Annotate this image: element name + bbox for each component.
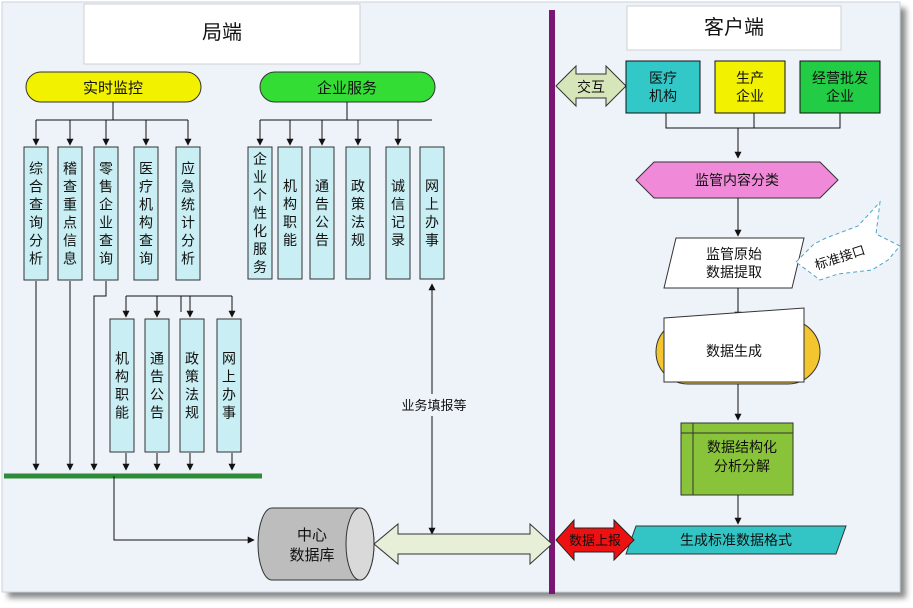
sub-items: 机构职能 通告公告 政策法规 网上办事 bbox=[109, 318, 242, 453]
structure-box bbox=[680, 422, 794, 496]
enterprise-service-label: 企业服务 bbox=[317, 79, 377, 97]
sub-item-2-label: 通告公告 bbox=[150, 352, 164, 422]
source-medical-line1: 医疗 bbox=[649, 71, 677, 87]
service-item-1-box bbox=[247, 146, 273, 280]
structure-line1: 数据结构化 bbox=[707, 440, 777, 456]
bus-feed-lines bbox=[32, 281, 236, 471]
left-title: 局端 bbox=[202, 20, 242, 44]
sub-item-4-box bbox=[216, 318, 242, 453]
sub-item-connectors bbox=[122, 295, 236, 318]
left-title-box bbox=[83, 3, 361, 65]
sub-item-1-label: 机构职能 bbox=[115, 352, 129, 422]
realtime-item-3-box bbox=[93, 146, 119, 281]
raw-extract-shape bbox=[663, 237, 805, 289]
generate-card bbox=[663, 307, 805, 383]
standard-format-label: 生成标准数据格式 bbox=[680, 533, 792, 549]
source-wholesale-box bbox=[799, 60, 881, 114]
realtime-items: 综合查询分析 稽查重点信息 零售企业查询 医疗机构查询 应急统计分析 bbox=[23, 146, 201, 281]
source-medical-box bbox=[625, 60, 701, 114]
data-upload-label: 数据上报 bbox=[569, 534, 621, 549]
sub-item-4-label: 网上办事 bbox=[222, 352, 236, 422]
service-item-4-box bbox=[345, 146, 371, 280]
realtime-item-1-label: 综合查询分析 bbox=[29, 162, 43, 268]
realtime-item-1-box bbox=[23, 146, 49, 281]
sub-item-1-box bbox=[109, 318, 135, 453]
source-connectors bbox=[665, 113, 841, 159]
source-production-box bbox=[714, 60, 786, 114]
realtime-item-4-label: 医疗机构查询 bbox=[139, 162, 153, 268]
interact-label: 交互 bbox=[577, 79, 605, 96]
service-item-5-label: 诚信记录 bbox=[391, 179, 405, 249]
right-title: 客户端 bbox=[704, 15, 764, 39]
realtime-item-5-label: 应急统计分析 bbox=[181, 161, 195, 268]
service-connectors bbox=[256, 102, 432, 146]
service-item-2-box bbox=[277, 146, 303, 280]
service-item-3-box bbox=[309, 146, 335, 280]
standard-interface-callout bbox=[795, 200, 901, 281]
source-wholesale-line2: 企业 bbox=[826, 88, 854, 105]
database-exchange-arrow bbox=[373, 522, 553, 566]
generate-label: 数据生成 bbox=[706, 344, 762, 360]
database-label-line2: 数据库 bbox=[289, 546, 334, 564]
raw-extract-line1: 监管原始 bbox=[706, 247, 762, 263]
raw-extract-line2: 数据提取 bbox=[706, 265, 762, 281]
realtime-item-2-label: 稽查重点信息 bbox=[63, 162, 77, 268]
realtime-connectors bbox=[32, 102, 192, 146]
content-classify-shape bbox=[635, 161, 839, 199]
data-upload-arrow bbox=[555, 518, 635, 562]
source-medical-line2: 机构 bbox=[649, 89, 677, 105]
realtime-monitor-label: 实时监控 bbox=[83, 79, 143, 97]
sub-item-3-label: 政策法规 bbox=[185, 352, 199, 422]
service-item-5-box bbox=[385, 146, 411, 280]
service-item-2-label: 机构职能 bbox=[283, 179, 297, 249]
realtime-item-5-box bbox=[175, 146, 201, 281]
database-label-line1: 中心 bbox=[297, 526, 327, 544]
right-title-box bbox=[626, 5, 842, 51]
business-fill-label: 业务填报等 bbox=[401, 398, 466, 414]
realtime-item-4-box bbox=[133, 146, 159, 281]
realtime-item-2-box bbox=[57, 146, 83, 281]
sub-item-2-box bbox=[144, 318, 170, 453]
service-item-6-box bbox=[419, 146, 445, 280]
source-production-line1: 生产 bbox=[736, 71, 764, 87]
central-database: 中心 数据库 bbox=[257, 507, 375, 581]
business-label-bg bbox=[386, 394, 484, 416]
service-item-6-label: 网上办事 bbox=[425, 179, 439, 249]
realtime-item-3-label: 零售企业查询 bbox=[99, 162, 113, 268]
source-wholesale-line1: 经营批发 bbox=[812, 71, 868, 87]
source-production-line2: 企业 bbox=[736, 88, 764, 105]
service-item-1-label: 企业个性化服务 bbox=[253, 151, 267, 276]
sub-item-3-box bbox=[179, 318, 205, 453]
bus-to-database-arrow bbox=[113, 476, 255, 544]
service-items: 企业个性化服务 机构职能 通告公告 政策法规 诚信记录 网上办事 bbox=[247, 146, 445, 280]
content-classify-label: 监管内容分类 bbox=[695, 172, 779, 189]
service-item-3-label: 通告公告 bbox=[315, 179, 329, 249]
structure-line2: 分析分解 bbox=[714, 459, 770, 475]
service-item-4-label: 政策法规 bbox=[351, 179, 365, 249]
